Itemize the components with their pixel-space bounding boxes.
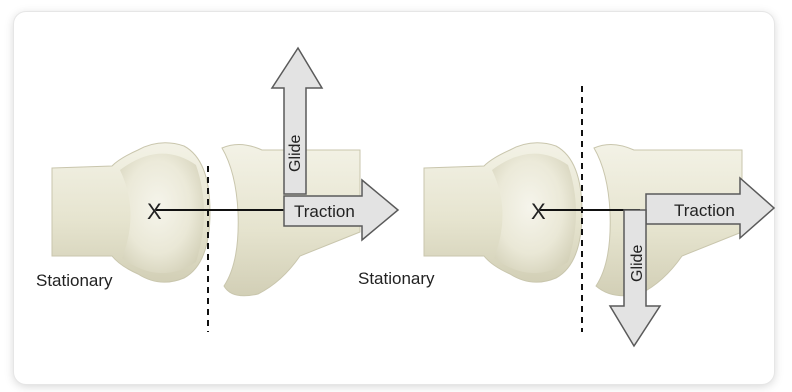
axis-mark: X (531, 199, 546, 224)
glide-label: Glide (287, 135, 304, 172)
stationary-label: Stationary (36, 271, 113, 290)
stationary-label: Stationary (358, 269, 435, 288)
traction-label: Traction (674, 201, 735, 220)
stationary-bone (52, 143, 210, 282)
panel-left: X Glide Traction Stationary (36, 48, 398, 332)
glide-label: Glide (629, 245, 646, 282)
axis-mark: X (147, 199, 162, 224)
traction-label: Traction (294, 202, 355, 221)
panel-right: X Traction Glide Stationary (358, 86, 774, 346)
stationary-bone (424, 143, 582, 282)
